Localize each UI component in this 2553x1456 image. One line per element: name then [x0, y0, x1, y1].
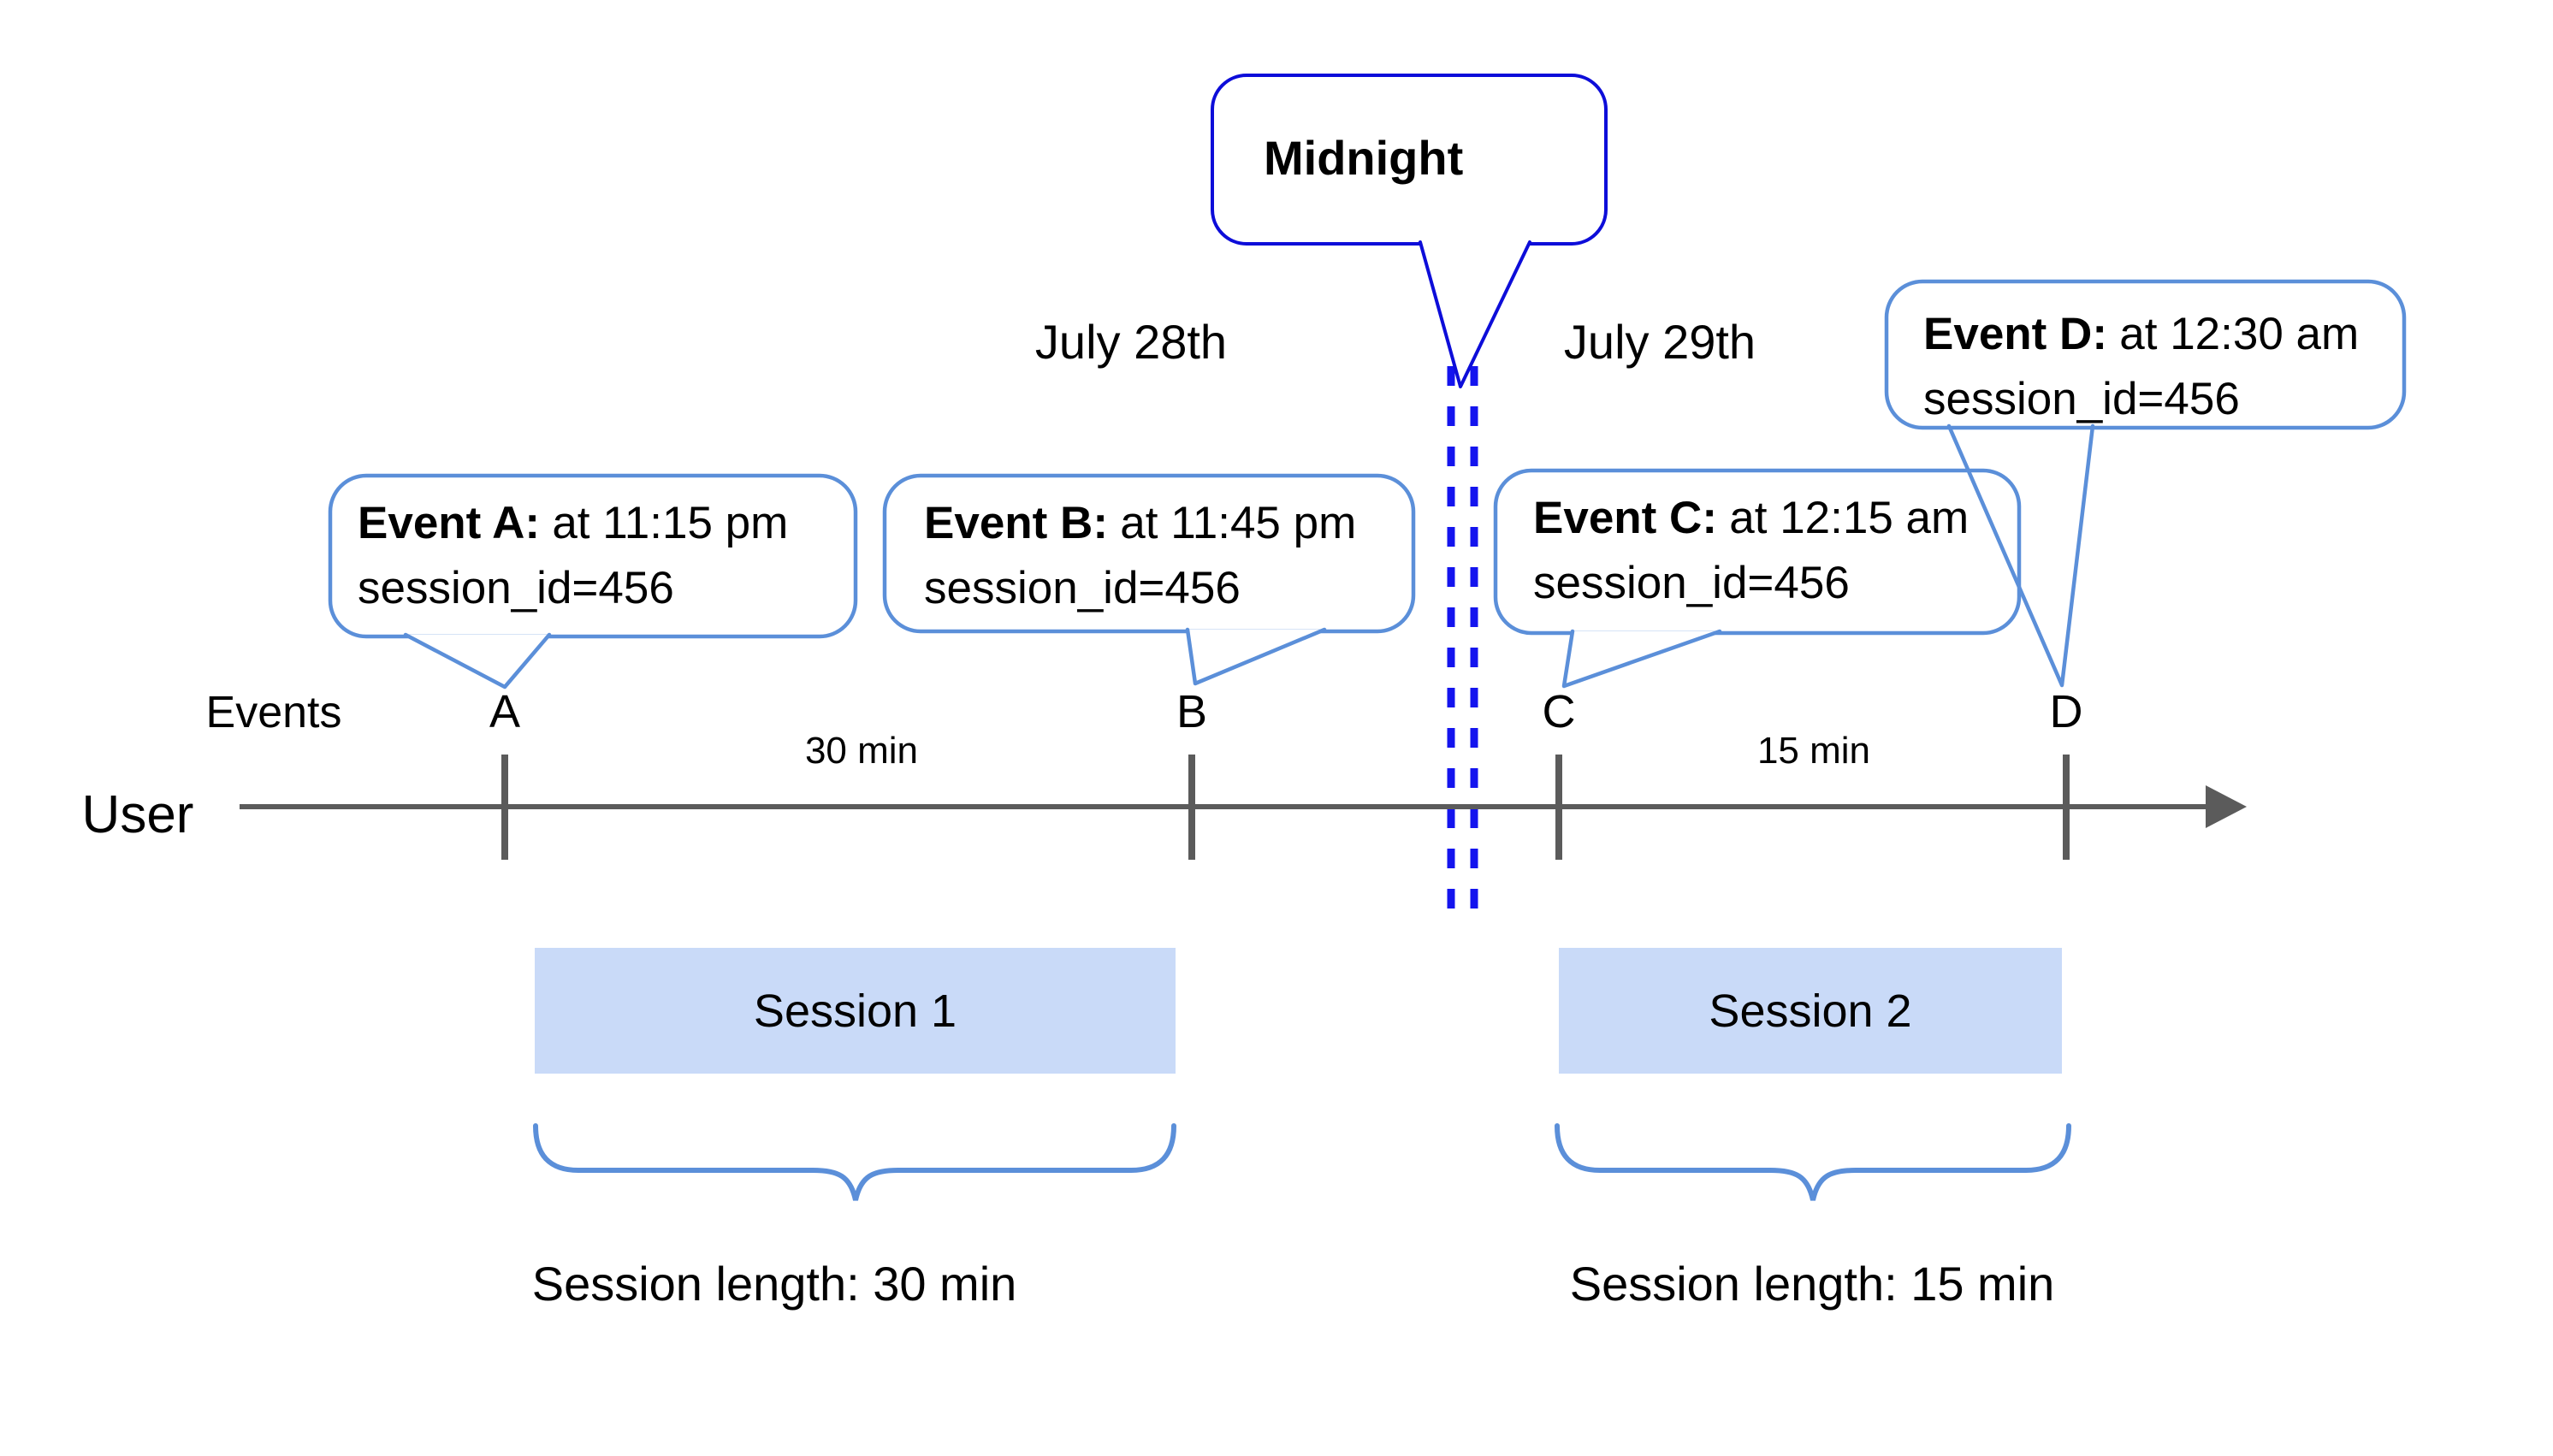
- midnight-label: Midnight: [1264, 131, 1464, 185]
- tick-letter-b: B: [1176, 686, 1208, 737]
- interval-15min-label: 15 min: [1756, 730, 1871, 772]
- tick-letter-a: A: [489, 686, 521, 737]
- event-a-session-id: session_id=456: [358, 563, 674, 613]
- interval-30min-label: 30 min: [804, 730, 919, 772]
- event-d-callout-text: Event D:at 12:30 am session_id=456: [1923, 302, 2359, 432]
- event-b-title: Event B:: [924, 498, 1108, 548]
- session-2-label: Session 2: [1709, 985, 1912, 1037]
- event-a-line1: Event A:at 11:15 pm: [358, 491, 788, 556]
- session-2-brace: [1555, 1123, 2071, 1201]
- midnight-callout-bubble: [1211, 74, 1608, 246]
- event-b-session-id: session_id=456: [924, 563, 1241, 613]
- session-2-box: Session 2: [1559, 948, 2062, 1074]
- tick-letter-d: D: [2049, 686, 2083, 737]
- event-b-callout-bubble: [882, 473, 1416, 634]
- event-c-callout-bubble: [1493, 468, 2022, 636]
- event-d-session-id: session_id=456: [1923, 374, 2240, 424]
- event-a-callout-bubble: [328, 473, 858, 639]
- event-b-time: at 11:45 pm: [1120, 498, 1357, 548]
- events-axis-label: Events: [205, 688, 342, 737]
- event-c-callout-tail: [1561, 629, 1722, 689]
- event-d-callout-tail: [1946, 423, 2095, 688]
- event-c-callout-text: Event C:at 12:15 am session_id=456: [1533, 486, 1969, 616]
- midnight-callout-tail: [1419, 240, 1531, 388]
- event-a-callout-tail: [403, 632, 552, 690]
- session-1-label: Session 1: [753, 985, 957, 1037]
- event-d-title: Event D:: [1923, 309, 2107, 359]
- session-1-brace: [533, 1123, 1176, 1201]
- date-july-28: July 28th: [1034, 315, 1228, 369]
- event-b-callout-text: Event B:at 11:45 pm session_id=456: [924, 491, 1356, 621]
- event-d-line1: Event D:at 12:30 am: [1923, 302, 2359, 367]
- event-c-session-id: session_id=456: [1533, 558, 1850, 608]
- date-july-29: July 29th: [1563, 315, 1756, 369]
- user-axis-label: User: [81, 785, 194, 844]
- event-d-callout-bubble: [1884, 279, 2407, 430]
- event-a-title: Event A:: [358, 498, 541, 548]
- tick-letter-c: C: [1542, 686, 1576, 737]
- event-a-callout-text: Event A:at 11:15 pm session_id=456: [358, 491, 788, 621]
- timeline-arrowhead-icon: [2206, 785, 2247, 828]
- event-c-line1: Event C:at 12:15 am: [1533, 486, 1969, 551]
- session-1-box: Session 1: [535, 948, 1176, 1074]
- event-a-time: at 11:15 pm: [552, 498, 789, 548]
- event-b-line1: Event B:at 11:45 pm: [924, 491, 1356, 556]
- session-1-length-label: Session length: 30 min: [531, 1257, 1017, 1311]
- event-b-callout-tail: [1185, 627, 1327, 686]
- event-d-time: at 12:30 am: [2119, 309, 2360, 359]
- event-c-time: at 12:15 am: [1729, 493, 1970, 543]
- session-2-length-label: Session length: 15 min: [1569, 1257, 2055, 1311]
- event-c-title: Event C:: [1533, 493, 1717, 543]
